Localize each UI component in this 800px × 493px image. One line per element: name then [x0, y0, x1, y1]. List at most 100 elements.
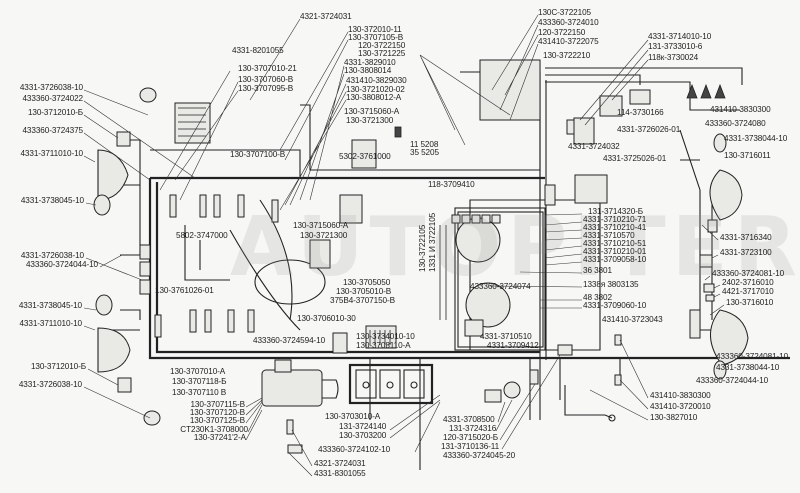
part-number-label: 433360-3724594-10 [253, 336, 326, 345]
part-number-label-vertical: 1331 И 3722105 [428, 212, 437, 272]
part-number-label: 130-3808014 [344, 66, 392, 75]
part-number-label: 130-3827010 [650, 413, 698, 422]
part-number-label: 130-3707010-A [170, 367, 226, 376]
part-number-label: 4331-3709058-10 [583, 255, 647, 264]
part-number-label: 130C-3722105 [538, 8, 591, 17]
part-number-label: 130-3721020-02 [346, 85, 405, 94]
part-number-label: 118к-3730024 [648, 53, 699, 62]
part-number-label: 48 3802 [583, 293, 612, 302]
sensors-bottom [484, 334, 622, 422]
spark-plugs-upper [169, 194, 279, 223]
part-number-label: 130-3712010-Б [27, 108, 83, 117]
part-number-label: 130-3715060-A [293, 221, 349, 230]
part-number-label: 36 3801 [583, 266, 612, 275]
part-number-label: 131-3733010-6 [648, 42, 703, 51]
part-number-label: 4331-3726026-01 [617, 125, 681, 134]
part-number-label: 4331-3708500 [443, 415, 495, 424]
part-number-label: 5302-3761000 [339, 152, 391, 161]
part-number-label: 4331-3829010 [344, 58, 396, 67]
part-number-label: 5802-3747000 [176, 231, 228, 240]
part-number-label: 130-3703200 [339, 431, 387, 440]
part-number-label: 130-3721300 [346, 116, 394, 125]
part-number-label: 114-3730166 [617, 108, 664, 117]
part-number-label: 130-3705050 [343, 278, 391, 287]
part-number-label: 4331-3710210-01 [583, 247, 647, 256]
part-number-label: 120-3722150 [358, 41, 406, 50]
part-number-label: 130-372010-11 [348, 25, 402, 34]
part-number-label: 4331-3711010-10 [19, 319, 82, 328]
part-number-label: 131-3724140 [339, 422, 387, 431]
part-number-label: 130-3707120-B [189, 408, 245, 417]
part-number-label: 131-3714320-Б [588, 207, 644, 216]
part-number-label: 375B4-3707150-B [330, 296, 395, 305]
generator [174, 102, 211, 144]
part-number-label: 4331-3709412 [487, 341, 539, 350]
part-number-label: 433360-3724044-10 [25, 260, 98, 269]
part-number-label: 433360-3724081-10 [716, 352, 789, 361]
part-number-label: 433360-3724045-20 [443, 451, 516, 460]
part-number-label: 130-37241'2-A [193, 433, 246, 442]
part-number-label: 4331-3716340 [720, 233, 772, 242]
part-number-label: 11 5208 [410, 140, 439, 149]
part-number-label: 4331-3711010-10 [20, 149, 83, 158]
part-number-label: 4331-8201055 [232, 46, 284, 55]
watermark: AUTOPITER.RU [230, 200, 800, 295]
instrument-panel [439, 207, 546, 351]
part-number-label: 130-3707100-B [230, 150, 286, 159]
part-number-label: 431410-3720010 [650, 402, 711, 411]
part-number-label: 4331-3724032 [568, 142, 620, 151]
part-number-label: 4331-3738044-10 [716, 363, 780, 372]
part-number-label: 433360-3724102-10 [318, 445, 391, 454]
part-number-label: 130-3761026-01 [155, 286, 214, 295]
part-number-label: 433360-3724375 [22, 126, 83, 135]
part-number-label: 431410-3723043 [602, 315, 663, 324]
spark-plugs-lower [154, 309, 255, 338]
part-number-label: 130-3705010-B [336, 287, 392, 296]
part-number-label: 130-3707095-B [238, 84, 294, 93]
part-number-label: 4331-3725026-01 [603, 154, 667, 163]
part-number-label: 4331-3710510 [480, 332, 532, 341]
part-number-label: 433360-3724081-10 [712, 269, 785, 278]
part-number-label: 130-3707105-B [348, 33, 404, 42]
part-number-label: 130-3707118-Б [172, 377, 227, 386]
part-number-label-vertical: 130-3722105 [418, 224, 427, 272]
connectors-right [464, 219, 718, 339]
part-number-label: 4331-3738044-10 [724, 134, 788, 143]
part-number-label: 130-3707110 B [172, 388, 227, 397]
part-number-label: 431410-3722075 [538, 37, 599, 46]
part-number-label: 4331-3738045-10 [18, 301, 82, 310]
part-number-label: 130-3712010-Б [30, 362, 86, 371]
ignition-coil [339, 126, 402, 224]
part-number-label: 4331-8301055 [314, 469, 366, 478]
part-number-label: 130-3808012-A [346, 93, 402, 102]
part-number-label: 130-3708110-A [356, 341, 411, 350]
part-number-label: 433360-3724010 [538, 18, 599, 27]
part-number-label: 120-3722150 [538, 28, 586, 37]
part-number-label: 431410-3830300 [650, 391, 711, 400]
part-number-label: 4321-3724031 [300, 12, 352, 21]
part-number-label: 130-3734010-10 [356, 332, 415, 341]
part-number-label: 4331-3726038-10 [20, 251, 84, 260]
part-number-label: 431410-3829030 [346, 76, 407, 85]
part-number-label: 130-3721225 [358, 49, 406, 58]
part-number-label: 130-3706010-30 [297, 314, 356, 323]
part-number-label: 433360-3724044-10 [696, 376, 769, 385]
starter-motor [261, 359, 339, 454]
part-number-label: 431410-3830300 [710, 105, 771, 114]
headlamp-left-upper [97, 149, 129, 201]
part-number-label: 4421-3717010 [722, 287, 774, 296]
part-number-label: 130-3707060-B [238, 75, 294, 84]
part-number-label: 433360-3724022 [22, 94, 83, 103]
part-number-label: 1338я 3803135 [583, 280, 639, 289]
part-number-label: 130-3722210 [543, 51, 591, 60]
part-number-label: 2402-3716010 [722, 278, 774, 287]
part-number-label: 131-3710136-11 [441, 442, 500, 451]
headlamp-left-lower [97, 327, 131, 373]
part-number-label: 4331-3710570 [583, 231, 635, 240]
ignition-distributor [254, 239, 331, 305]
part-number-label: 4331-3723100 [720, 248, 772, 257]
part-number-label: 130-3716011 [724, 151, 771, 160]
part-number-label: 4331-3726038-10 [18, 380, 82, 389]
